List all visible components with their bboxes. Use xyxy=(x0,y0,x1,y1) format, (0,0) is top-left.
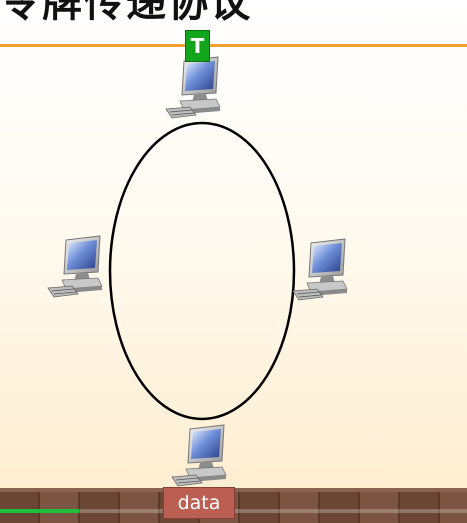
top-computer xyxy=(165,56,221,119)
slide-title: 令牌传递协议 xyxy=(0,0,252,26)
title-divider xyxy=(0,44,467,47)
computer-icon xyxy=(165,56,221,119)
computer-icon xyxy=(171,424,227,487)
computer-icon xyxy=(47,235,103,298)
playback-progress-bar[interactable] xyxy=(0,509,80,513)
bottom-computer xyxy=(171,424,227,487)
ring-network xyxy=(108,121,296,421)
right-computer xyxy=(292,238,348,301)
data-packet: data xyxy=(163,487,235,519)
left-computer xyxy=(47,235,103,298)
token-frame: T xyxy=(185,30,210,62)
computer-icon xyxy=(292,238,348,301)
